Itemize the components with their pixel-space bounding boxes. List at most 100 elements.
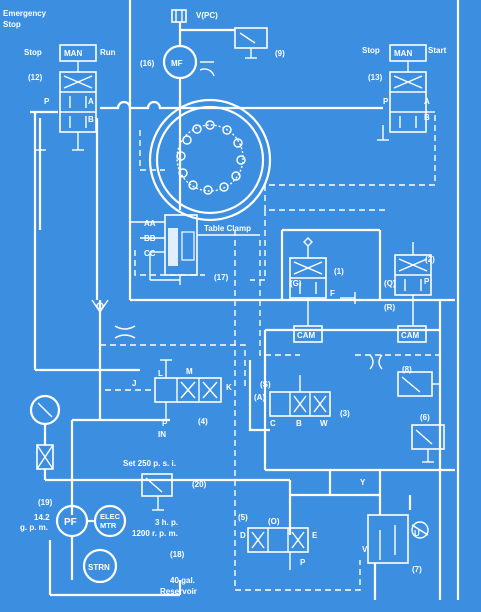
cam-valve-1 — [280, 228, 380, 343]
q-label: (Q) — [384, 279, 396, 288]
a-left-label: A — [88, 97, 94, 106]
pilot-lines — [99, 115, 440, 591]
mtr-label: MTR — [100, 521, 117, 530]
c3-label: C — [270, 419, 276, 428]
bb-label: BB — [144, 234, 156, 243]
label-17: (17) — [214, 273, 229, 282]
flow-label: 14.2 — [34, 513, 50, 522]
b3-label: B — [296, 419, 302, 428]
p-in-label: P — [162, 419, 168, 428]
orifice — [114, 325, 136, 339]
gpm-label: g. p. m. — [20, 523, 48, 532]
check-valve — [91, 299, 109, 314]
in-label: IN — [158, 430, 166, 439]
j-label: J — [132, 379, 136, 388]
stop-left-label: Stop — [24, 48, 42, 57]
e-label: E — [312, 531, 318, 540]
pump-19 — [48, 504, 182, 597]
label-6: (6) — [420, 413, 430, 422]
reservoir-label: Reservoir — [160, 587, 197, 596]
mf-label: MF — [171, 59, 183, 68]
pressure-compensated-valve — [171, 9, 187, 45]
elec-label: ELEC — [100, 512, 121, 521]
v-label: V — [362, 545, 368, 554]
label-3: (3) — [340, 409, 350, 418]
table-clamp-cylinder-17 — [130, 214, 260, 285]
r-label: (R) — [384, 303, 395, 312]
labels: Emergency Stop Stop MAN Run (12) P A B V… — [3, 9, 447, 596]
stop-right-label: Stop — [362, 46, 380, 55]
label-12: (12) — [28, 73, 43, 82]
w3-label: W — [320, 419, 328, 428]
label-20: (20) — [192, 480, 207, 489]
cam1-label: CAM — [297, 331, 316, 340]
p-right-label: P — [383, 97, 389, 106]
emergency-label: Emergency — [3, 9, 47, 18]
emergency-stop-valve-12 — [59, 44, 97, 151]
directional-valve-3 — [269, 375, 331, 417]
man-left-label: MAN — [64, 49, 82, 58]
table-clamp-label: Table Clamp — [204, 224, 251, 233]
label-19: (19) — [38, 498, 53, 507]
strn-label: STRN — [88, 563, 110, 572]
label-8: (8) — [402, 365, 412, 374]
pressure-gauge — [29, 394, 72, 482]
y-label: Y — [360, 478, 366, 487]
rpm-label: 1200 r. p. m. — [132, 529, 178, 538]
main-lines — [30, 0, 460, 600]
p5-label: P — [300, 558, 306, 567]
cam-valve-2 — [378, 230, 432, 343]
directional-valve-5 — [247, 527, 309, 570]
g-label: (G) — [290, 279, 302, 288]
start-label: Start — [428, 46, 447, 55]
label-9: (9) — [275, 49, 285, 58]
cc-label: CC — [144, 249, 156, 258]
start-valve-13 — [377, 44, 435, 141]
relief-valve-9 — [180, 27, 268, 59]
emergency-stop-label: Stop — [3, 20, 21, 29]
a3-label: (A) — [254, 393, 265, 402]
b-left-label: B — [88, 115, 94, 124]
label-16: (16) — [140, 59, 155, 68]
s-label: (S) — [260, 380, 271, 389]
label-13: (13) — [368, 73, 383, 82]
cam2-label: CAM — [401, 331, 420, 340]
k-label: K — [226, 383, 232, 392]
vpc-label: V(PC) — [196, 11, 218, 20]
d-label: D — [240, 531, 246, 540]
label-4: (4) — [198, 417, 208, 426]
directional-valve-4 — [154, 359, 222, 420]
p2-label: P — [424, 277, 430, 286]
a-right-label: A — [424, 97, 430, 106]
flow-control-valve-7 — [367, 514, 429, 590]
label-7: (7) — [412, 565, 422, 574]
b-right-label: B — [424, 113, 430, 122]
motor-16 — [162, 44, 215, 108]
relief-valve-20 — [141, 473, 173, 511]
index-table — [148, 98, 272, 222]
label-2: (2) — [425, 255, 435, 264]
aa-label: AA — [144, 219, 156, 228]
orifice-2 — [369, 354, 383, 370]
relief-valve-8 — [397, 371, 440, 397]
p-left-label: P — [44, 97, 50, 106]
label-1: (1) — [334, 267, 344, 276]
emergency-stop-ground — [34, 135, 46, 151]
label-5: (5) — [238, 513, 248, 522]
pf-label: PF — [64, 517, 77, 528]
run-label: Run — [100, 48, 116, 57]
l-label: L — [158, 369, 163, 378]
strainer-18 — [82, 548, 118, 584]
set-pressure-label: Set 250 p. s. i. — [123, 459, 176, 468]
relief-valve-6 — [411, 424, 445, 463]
hp-label: 3 h. p. — [155, 518, 178, 527]
man-right-label: MAN — [394, 49, 412, 58]
o-label: (O) — [268, 517, 280, 526]
gal-label: 40 gal. — [170, 576, 195, 585]
label-18: (18) — [170, 550, 185, 559]
f-label: F — [330, 289, 335, 298]
m-label: M — [186, 367, 193, 376]
u-label: U — [414, 529, 420, 538]
